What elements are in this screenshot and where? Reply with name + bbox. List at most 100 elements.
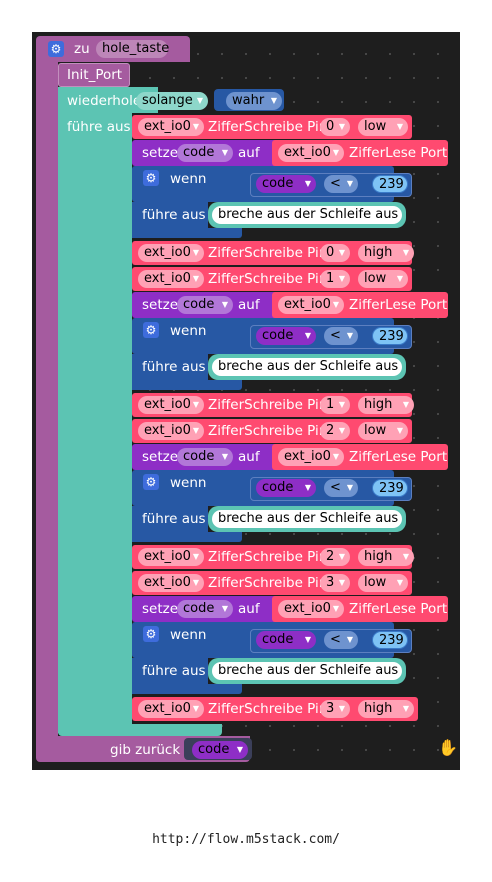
compare-number-text: 239 (379, 633, 404, 648)
port-dropdown[interactable]: ext_io0▼ (138, 270, 204, 288)
auf-label: auf (238, 449, 260, 465)
return-var-field[interactable]: code▼ (192, 741, 248, 759)
compare-op-dropdown[interactable]: <▼ (324, 479, 358, 497)
compare-var-dropdown[interactable]: code▼ (256, 479, 316, 497)
return-label: gib zurück (110, 742, 181, 758)
pin-dropdown[interactable]: 0▼ (320, 244, 350, 262)
port-dropdown[interactable]: ext_io0▼ (138, 118, 204, 136)
pin-text: 0 (326, 245, 335, 260)
level-dropdown[interactable]: low▼ (358, 270, 408, 288)
procedure-name-field[interactable]: hole_taste (96, 40, 169, 58)
break-text: breche aus der Schleife aus (218, 511, 399, 526)
if-do-label: führe aus (142, 207, 206, 223)
pin-dropdown[interactable]: 3▼ (320, 574, 350, 592)
pin-dropdown[interactable]: 1▼ (320, 270, 350, 288)
variable-dropdown[interactable]: code▼ (177, 144, 233, 162)
loop-block-bottom (58, 724, 222, 736)
compare-op-dropdown[interactable]: <▼ (324, 631, 358, 649)
read-port-dropdown[interactable]: ext_io0▼ (278, 296, 344, 314)
gear-icon[interactable]: ⚙ (143, 322, 159, 338)
variable-text: code (183, 297, 215, 312)
write-label: ZifferSchreibe Pin (208, 701, 322, 717)
port-text: ext_io0 (144, 397, 191, 412)
if-label: wenn (170, 323, 207, 339)
loop-label: wiederhole (67, 93, 142, 109)
compare-number-field[interactable]: 239 (372, 327, 408, 345)
pin-text: 1 (326, 397, 335, 412)
port-dropdown[interactable]: ext_io0▼ (138, 700, 204, 718)
port-dropdown[interactable]: ext_io0▼ (138, 244, 204, 262)
port-dropdown[interactable]: ext_io0▼ (138, 422, 204, 440)
level-text: low (364, 271, 387, 286)
read-label: ZifferLese Port (349, 145, 448, 161)
compare-op-text: < (330, 176, 341, 191)
gear-icon[interactable]: ⚙ (143, 474, 159, 490)
if-do-label: führe aus (142, 511, 206, 527)
compare-op-dropdown[interactable]: <▼ (324, 327, 358, 345)
pin-dropdown[interactable]: 2▼ (320, 548, 350, 566)
break-dropdown[interactable]: breche aus der Schleife aus (212, 206, 402, 224)
read-port-dropdown[interactable]: ext_io0▼ (278, 144, 344, 162)
compare-number-field[interactable]: 239 (372, 479, 408, 497)
compare-var-dropdown[interactable]: code▼ (256, 175, 316, 193)
init-port-block[interactable] (58, 63, 130, 87)
port-text: ext_io0 (144, 245, 191, 260)
compare-number-text: 239 (379, 481, 404, 496)
level-dropdown[interactable]: high▼ (358, 700, 414, 718)
compare-var-text: code (262, 328, 294, 343)
pin-dropdown[interactable]: 0▼ (320, 118, 350, 136)
break-dropdown[interactable]: breche aus der Schleife aus (212, 662, 402, 680)
compare-op-text: < (330, 328, 341, 343)
auf-label: auf (238, 297, 260, 313)
compare-number-field[interactable]: 239 (372, 631, 408, 649)
port-text: ext_io0 (144, 423, 191, 438)
port-dropdown[interactable]: ext_io0▼ (138, 396, 204, 414)
port-dropdown[interactable]: ext_io0▼ (138, 574, 204, 592)
port-text: ext_io0 (144, 575, 191, 590)
level-dropdown[interactable]: low▼ (358, 422, 408, 440)
gear-icon[interactable]: ⚙ (48, 41, 64, 57)
if-do-label: führe aus (142, 359, 206, 375)
if-label: wenn (170, 627, 207, 643)
compare-op-dropdown[interactable]: <▼ (324, 175, 358, 193)
read-port-text: ext_io0 (284, 145, 331, 160)
read-port-dropdown[interactable]: ext_io0▼ (278, 600, 344, 618)
hand-cursor-icon: ✋ (438, 738, 458, 757)
compare-var-dropdown[interactable]: code▼ (256, 327, 316, 345)
loop-mode-text: solange (142, 93, 193, 108)
level-dropdown[interactable]: low▼ (358, 574, 408, 592)
level-dropdown[interactable]: high▼ (358, 548, 414, 566)
return-var-text: code (198, 742, 230, 757)
auf-label: auf (238, 145, 260, 161)
port-dropdown[interactable]: ext_io0▼ (138, 548, 204, 566)
pin-dropdown[interactable]: 3▼ (320, 700, 350, 718)
compare-op-text: < (330, 632, 341, 647)
compare-op-text: < (330, 480, 341, 495)
compare-var-text: code (262, 632, 294, 647)
compare-number-field[interactable]: 239 (372, 175, 408, 193)
loop-mode-dropdown[interactable]: solange▼ (136, 92, 208, 110)
level-text: high (364, 701, 393, 716)
break-dropdown[interactable]: breche aus der Schleife aus (212, 510, 402, 528)
variable-dropdown[interactable]: code▼ (177, 600, 233, 618)
pin-dropdown[interactable]: 2▼ (320, 422, 350, 440)
read-port-dropdown[interactable]: ext_io0▼ (278, 448, 344, 466)
level-text: low (364, 119, 387, 134)
variable-dropdown[interactable]: code▼ (177, 296, 233, 314)
gear-icon[interactable]: ⚙ (143, 170, 159, 186)
variable-dropdown[interactable]: code▼ (177, 448, 233, 466)
pin-text: 2 (326, 423, 335, 438)
break-dropdown[interactable]: breche aus der Schleife aus (212, 358, 402, 376)
read-label: ZifferLese Port (349, 297, 448, 313)
level-dropdown[interactable]: high▼ (358, 244, 414, 262)
level-dropdown[interactable]: high▼ (358, 396, 414, 414)
loop-cond-dropdown[interactable]: wahr▼ (226, 92, 282, 110)
gear-icon[interactable]: ⚙ (143, 626, 159, 642)
write-label: ZifferSchreibe Pin (208, 575, 322, 591)
pin-dropdown[interactable]: 1▼ (320, 396, 350, 414)
compare-var-dropdown[interactable]: code▼ (256, 631, 316, 649)
level-dropdown[interactable]: low▼ (358, 118, 408, 136)
loop-cond-text: wahr (232, 93, 265, 108)
blockly-workspace[interactable]: ⚙ zu hole_taste gib zurück code▼ Init_Po… (32, 32, 460, 770)
loop-block-body (58, 113, 132, 733)
